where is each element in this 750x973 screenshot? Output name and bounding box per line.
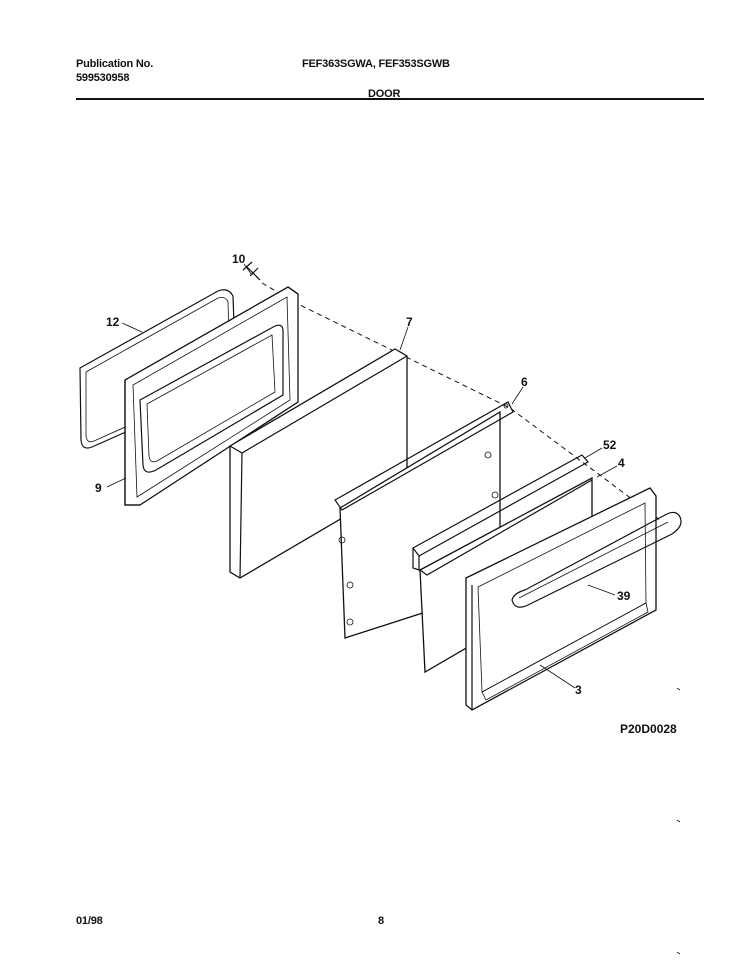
part-9-inner-frame bbox=[124, 286, 299, 506]
publication-number: 599530958 bbox=[76, 72, 130, 84]
part-3-outer-frame bbox=[465, 487, 657, 711]
section-title: DOOR bbox=[368, 88, 401, 100]
callout-6: 6 bbox=[521, 375, 528, 389]
part-10-screw bbox=[242, 261, 261, 281]
part-39-handle bbox=[511, 511, 682, 608]
callout-10: 10 bbox=[232, 252, 246, 266]
page-number: 8 bbox=[378, 915, 384, 927]
header-rule bbox=[76, 98, 704, 100]
callout-52: 52 bbox=[603, 438, 617, 452]
callout-3: 3 bbox=[575, 683, 582, 697]
part-52-trim bbox=[412, 454, 589, 571]
callout-7: 7 bbox=[406, 315, 413, 329]
drawing-id: P20D0028 bbox=[620, 722, 677, 736]
callout-39: 39 bbox=[617, 589, 631, 603]
publication-label: Publication No. bbox=[76, 58, 154, 70]
model-numbers: FEF363SGWA, FEF353SGWB bbox=[302, 58, 450, 70]
callout-12: 12 bbox=[106, 315, 120, 329]
callout-9: 9 bbox=[95, 481, 102, 495]
footer-date: 01/98 bbox=[76, 915, 103, 927]
callout-4: 4 bbox=[618, 456, 625, 470]
